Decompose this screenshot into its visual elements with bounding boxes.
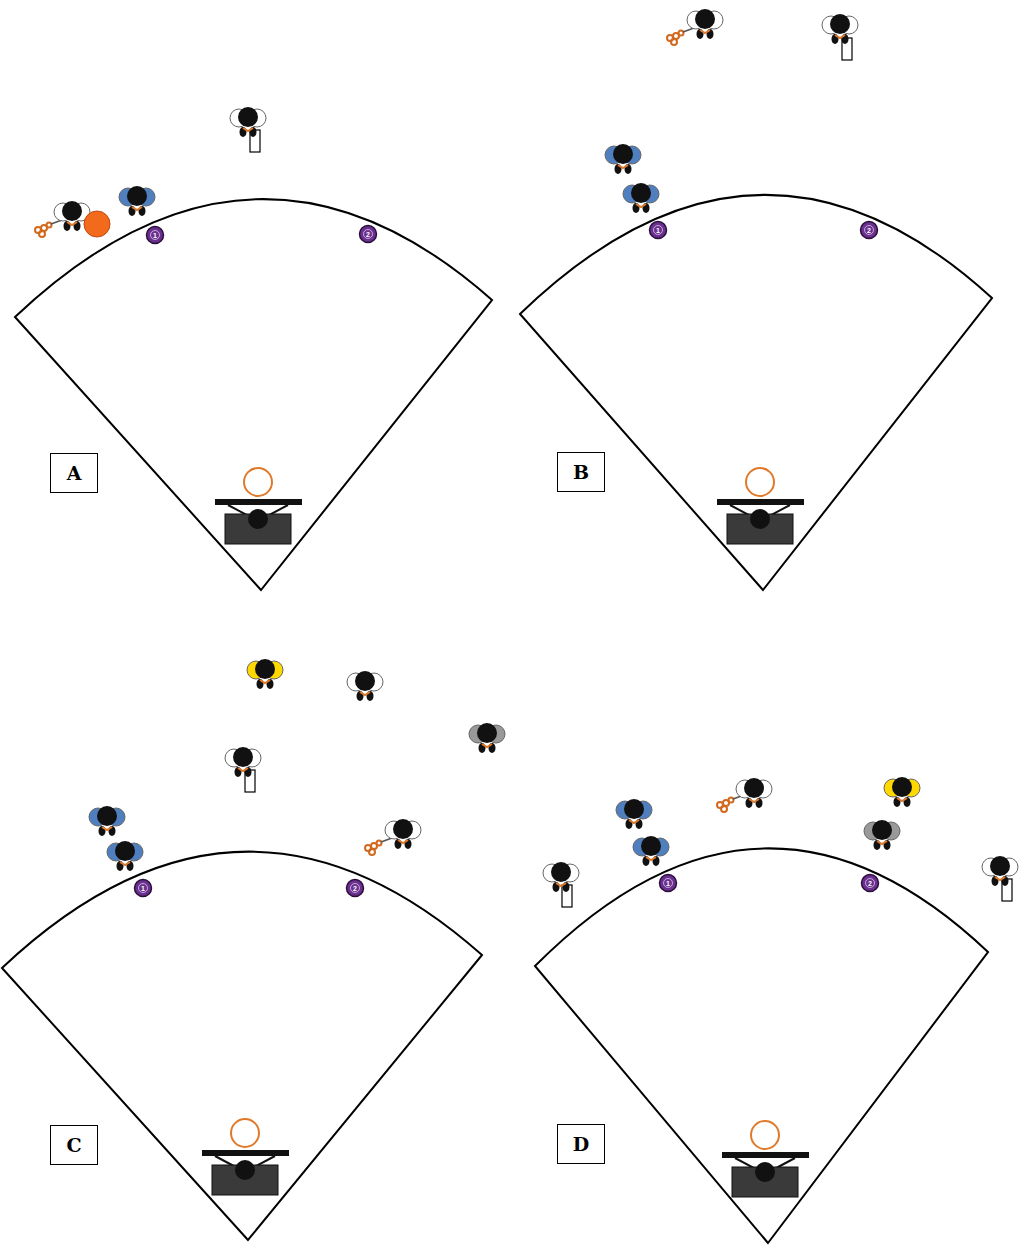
panel-label-box: B xyxy=(557,452,605,492)
base-marker: 2 xyxy=(859,220,879,240)
base-marker: 1 xyxy=(658,873,678,893)
panel-label-box: A xyxy=(50,453,98,493)
base-number: 2 xyxy=(366,231,370,238)
base-marker: 1 xyxy=(145,225,165,245)
base-marker: 2 xyxy=(860,873,880,893)
base-number: 1 xyxy=(656,227,660,234)
panel-label-box: D xyxy=(557,1124,605,1164)
base-number: 1 xyxy=(666,880,670,887)
base-number: 2 xyxy=(868,880,872,887)
base-marker: 2 xyxy=(345,878,365,898)
panel-letter: A xyxy=(67,462,82,484)
panel-label-box: C xyxy=(50,1125,98,1165)
base-number: 1 xyxy=(141,885,145,892)
base-marker: 2 xyxy=(358,224,378,244)
panel-letter: B xyxy=(573,461,589,483)
base-marker: 1 xyxy=(133,878,153,898)
panel-letter: D xyxy=(573,1133,589,1155)
base-number: 2 xyxy=(867,227,871,234)
base-marker: 1 xyxy=(648,220,668,240)
base-number: 2 xyxy=(353,885,357,892)
panel-letter: C xyxy=(66,1134,81,1156)
base-number: 1 xyxy=(153,232,157,239)
